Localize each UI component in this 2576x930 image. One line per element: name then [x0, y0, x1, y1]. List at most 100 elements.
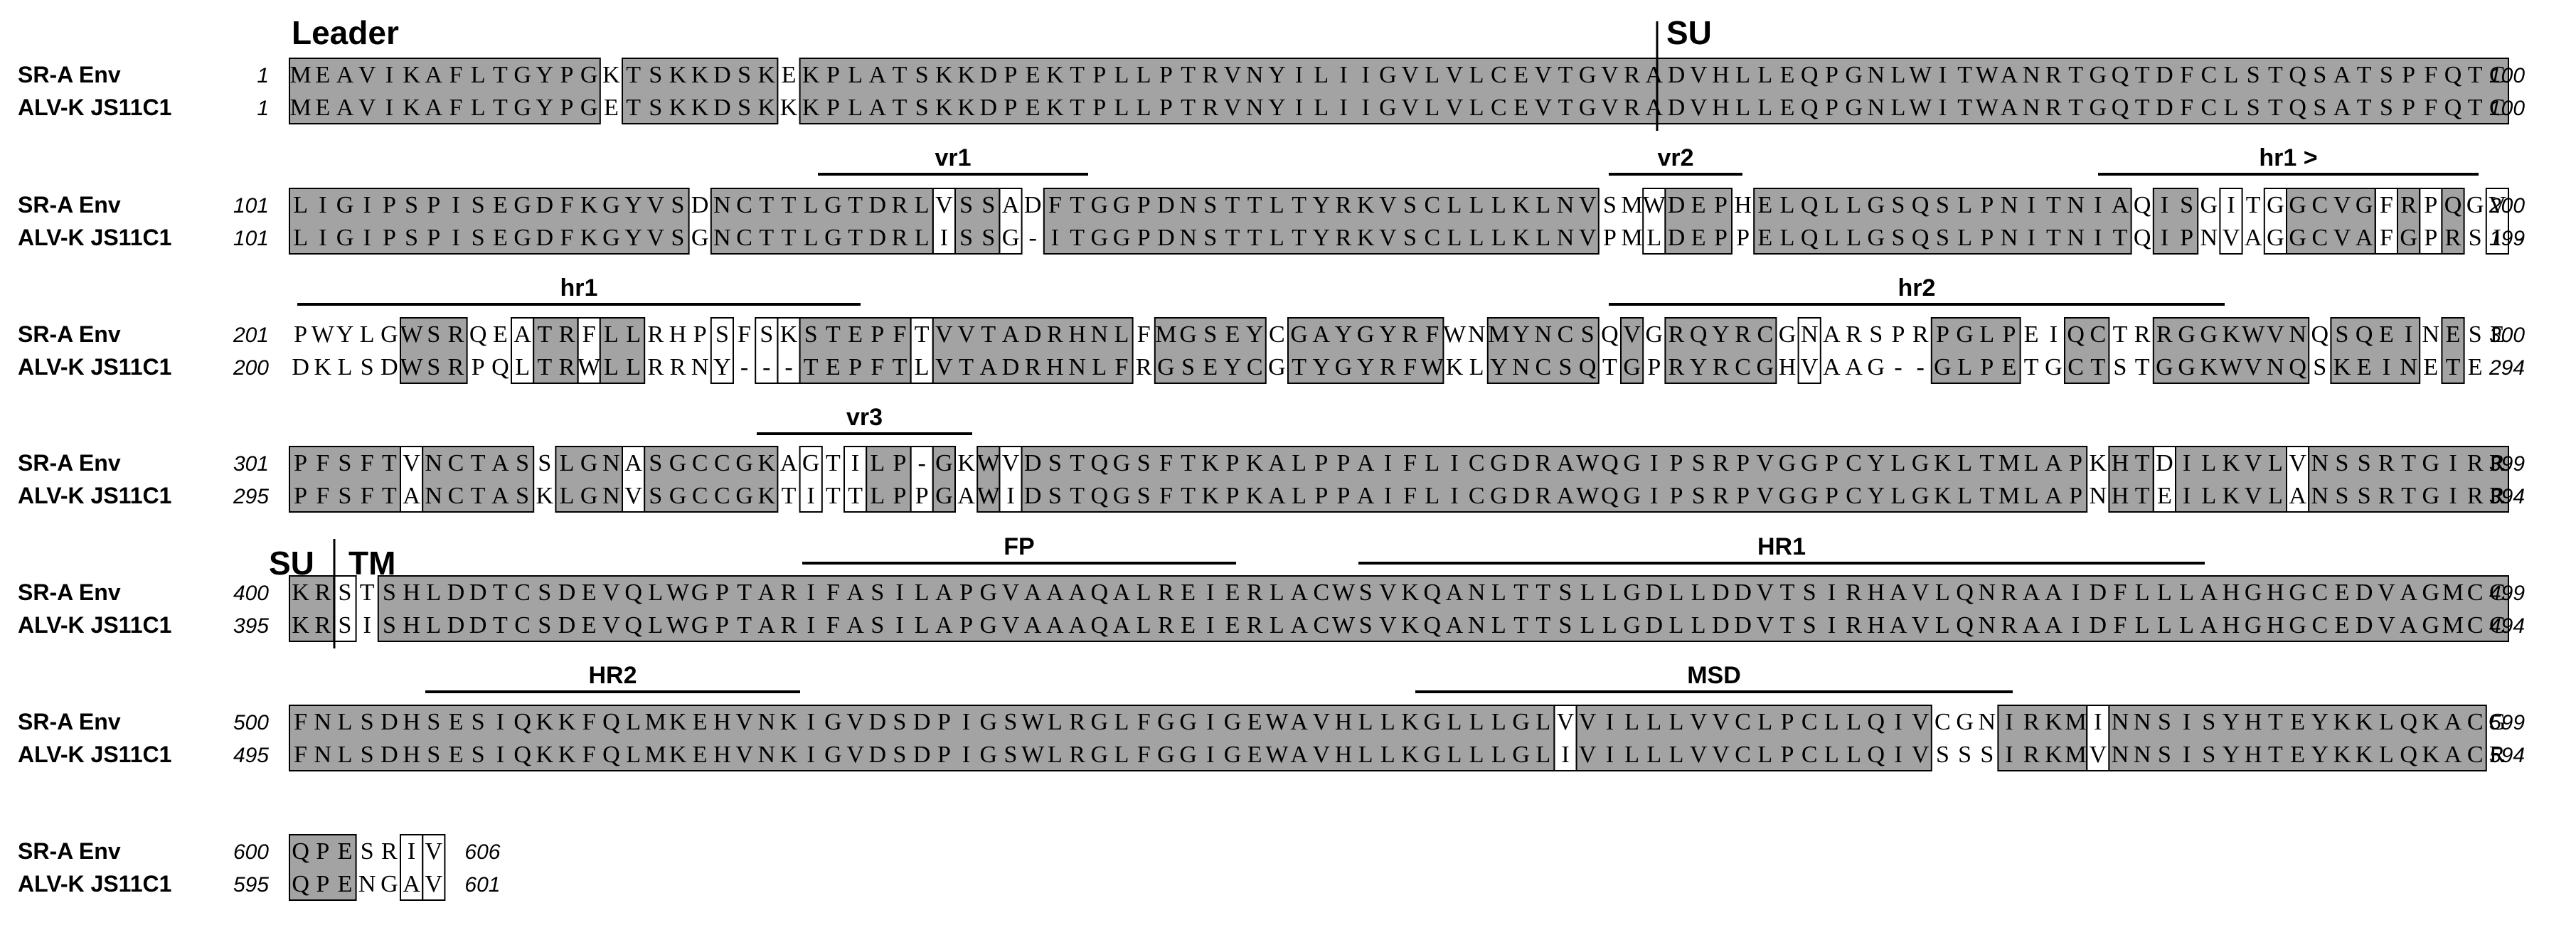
residue: C — [2467, 579, 2484, 606]
residue: G — [1424, 709, 1442, 735]
residue: A — [758, 612, 776, 638]
residue: R — [2378, 483, 2395, 509]
residue: L — [2179, 612, 2194, 638]
residue: A — [1113, 579, 1131, 606]
residue: S — [427, 354, 440, 380]
residue: C — [2489, 612, 2506, 638]
residue: Q — [1579, 354, 1597, 380]
residue: C — [736, 225, 752, 251]
residue: A — [1046, 612, 1064, 638]
residue: E — [1225, 579, 1240, 606]
residue: C — [1491, 95, 1507, 121]
residue: L — [626, 709, 641, 735]
residue: L — [1935, 579, 1950, 606]
residue: C — [1469, 450, 1485, 476]
residue: G — [669, 483, 687, 509]
residue: E — [1757, 192, 1772, 218]
residue: V — [1379, 225, 1397, 251]
region-annotation: TM — [348, 545, 395, 582]
residue: T — [2068, 95, 2083, 121]
residue: A — [1646, 62, 1664, 88]
residue: A — [758, 579, 776, 606]
residue: R — [448, 354, 464, 380]
residue: R — [559, 321, 575, 348]
residue: V — [1002, 450, 1020, 476]
residue: I — [807, 483, 815, 509]
sequence-name: SR-A Env — [18, 709, 121, 734]
residue: I — [363, 612, 371, 638]
residue: S — [1603, 192, 1617, 218]
region-annotation: HR2 — [425, 662, 800, 693]
residue: L — [804, 225, 819, 251]
similarity-box — [422, 834, 446, 901]
residue: L — [1891, 95, 1906, 121]
residue: Q — [292, 838, 309, 865]
identity-shade — [2152, 317, 2310, 384]
residue: L — [848, 95, 863, 121]
residue: V — [846, 742, 864, 768]
residue: L — [1380, 709, 1395, 735]
sequence-name: SR-A Env — [18, 321, 121, 347]
residue: D — [869, 742, 887, 768]
residue: K — [2223, 483, 2240, 509]
residue: K — [1401, 709, 1419, 735]
sequence-name: SR-A Env — [18, 62, 121, 87]
residue: V — [1690, 742, 1708, 768]
residue: A — [1068, 579, 1086, 606]
residue: T — [537, 321, 552, 348]
residue: R — [2001, 579, 2018, 606]
residue: T — [2446, 354, 2461, 380]
residue: N — [2311, 450, 2329, 476]
residue: K — [935, 62, 953, 88]
residue: R — [647, 354, 664, 380]
residue: M — [2065, 742, 2086, 768]
residue: D — [869, 709, 887, 735]
residue: E — [693, 742, 708, 768]
residue: P — [1647, 354, 1661, 380]
residue: V — [1912, 742, 1930, 768]
residue: C — [2467, 709, 2484, 735]
residue: I — [1339, 95, 1347, 121]
residue: K — [558, 709, 576, 735]
residue: S — [649, 62, 662, 88]
residue: I — [1384, 483, 1392, 509]
residue: V — [1224, 62, 1242, 88]
residue: L — [1491, 579, 1506, 606]
residue: V — [1379, 579, 1397, 606]
residue: T — [893, 95, 908, 121]
residue: A — [2400, 612, 2417, 638]
residue: K — [1512, 192, 1530, 218]
residue: W — [1021, 709, 1045, 735]
residue: D — [1734, 612, 1752, 638]
residue: Y — [1335, 321, 1353, 348]
range-end: 294 — [2489, 356, 2525, 380]
residue: G — [1868, 225, 1885, 251]
residue: M — [2442, 579, 2464, 606]
residue: S — [649, 95, 662, 121]
residue: A — [935, 612, 953, 638]
residue: G — [380, 321, 398, 348]
residue: E — [848, 321, 863, 348]
residue: - — [1917, 354, 1925, 380]
residue: L — [626, 321, 641, 348]
residue: S — [1004, 709, 1018, 735]
residue: S — [2380, 95, 2393, 121]
residue: R — [1713, 450, 1729, 476]
residue: K — [802, 95, 820, 121]
residue: K — [403, 95, 420, 121]
residue: N — [2112, 742, 2129, 768]
region-annotation: Leader — [292, 14, 399, 51]
residue: R — [892, 192, 908, 218]
residue: S — [1359, 612, 1373, 638]
residue: F — [1403, 483, 1417, 509]
residue: S — [383, 579, 396, 606]
residue: R — [1136, 354, 1152, 380]
residue: G — [1868, 354, 1885, 380]
residue: P — [1781, 742, 1794, 768]
identity-shade — [289, 58, 601, 124]
residue: G — [1623, 450, 1641, 476]
residue: L — [1270, 192, 1284, 218]
residue: G — [824, 709, 842, 735]
residue: S — [1936, 225, 1949, 251]
